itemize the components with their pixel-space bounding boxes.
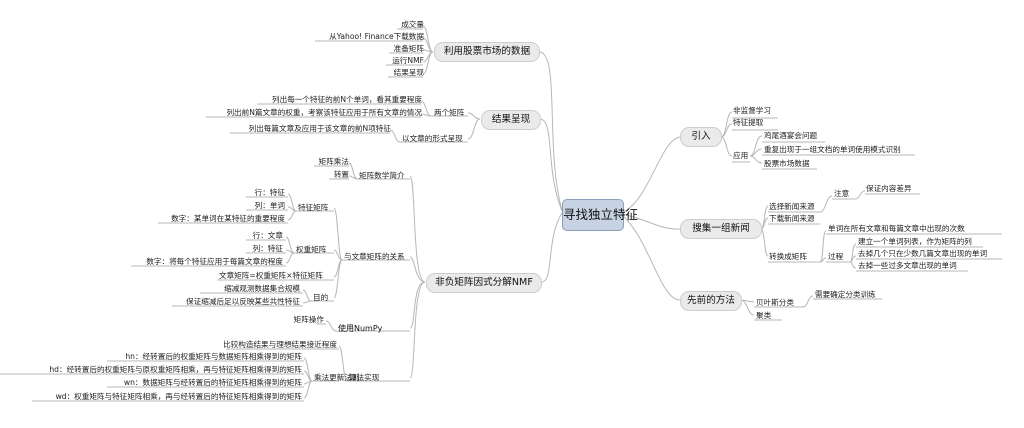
note-item[interactable]: 保证内容差异 [866, 184, 912, 193]
news-note[interactable]: 注意 [834, 189, 850, 198]
algo-rule[interactable]: 乘法更新法则 [314, 373, 360, 382]
stock-item[interactable]: 准备矩阵 [393, 44, 424, 53]
convert-process[interactable]: 过程 [828, 252, 844, 261]
branch-prev[interactable]: 先前的方法 [680, 291, 742, 311]
intro-app[interactable]: 应用 [733, 151, 749, 160]
weight-matrix[interactable]: 权重矩阵 [296, 245, 327, 254]
stock-item[interactable]: 成交量 [401, 20, 424, 29]
weight-item[interactable]: 行：文章 [252, 231, 283, 240]
app-item[interactable]: 股票市场数据 [764, 159, 810, 168]
intro-math-item[interactable]: 转置 [333, 170, 349, 179]
branch-nmf[interactable]: 非负矩阵因式分解NMF [426, 273, 542, 293]
rule-item[interactable]: hd：经转置后的权重矩阵与原权重矩阵相乘，再与特征矩阵相乘得到的矩阵 [49, 365, 302, 374]
branch-results[interactable]: 结果呈现 [481, 110, 541, 130]
purpose-item[interactable]: 缩减观测数据集合规模 [224, 284, 300, 293]
intro-item[interactable]: 非监督学习 [733, 106, 771, 115]
weight-item[interactable]: 数字：将每个特征应用于每篇文章的程度 [146, 257, 283, 266]
weight-item[interactable]: 列：特征 [252, 244, 283, 253]
feature-matrix[interactable]: 特征矩阵 [298, 203, 329, 212]
news-item[interactable]: 下载新闻来源 [769, 214, 815, 223]
intro-math-item[interactable]: 矩阵乘法 [318, 157, 349, 166]
numpy-item[interactable]: 矩阵操作 [293, 315, 324, 324]
nmf-intro[interactable]: 矩阵数学简介 [359, 171, 405, 180]
purpose-item[interactable]: 保证缩减后足以反映某些共性特征 [186, 297, 300, 306]
intro-item[interactable]: 特征提取 [733, 118, 764, 127]
rule-item[interactable]: wn：数据矩阵与经转置后的特征矩阵相乘得到的矩阵 [123, 378, 302, 387]
form-item[interactable]: 列出每篇文章及应用于该文章的前N项特征 [248, 124, 391, 133]
stock-item[interactable]: 从Yahoo! Finance下载数据 [329, 32, 424, 41]
news-item[interactable]: 选择新闻来源 [769, 202, 815, 211]
branch-intro[interactable]: 引入 [680, 127, 722, 147]
nmf-algo[interactable]: 算法实现 [349, 373, 380, 382]
results-two[interactable]: 两个矩阵 [434, 108, 465, 117]
two-item[interactable]: 列出前N篇文章的权重，考察该特征应用于所有文章的情况 [226, 108, 422, 117]
stock-item[interactable]: 运行NMF [392, 56, 424, 65]
relation-purpose[interactable]: 目的 [313, 293, 329, 302]
branch-stock[interactable]: 利用股票市场的数据 [434, 42, 540, 62]
convert-count[interactable]: 单词在所有文章和每篇文章中出现的次数 [828, 224, 965, 233]
news-convert[interactable]: 转换成矩阵 [769, 252, 807, 261]
prev-cluster[interactable]: 聚类 [756, 311, 772, 320]
two-item[interactable]: 列出每一个特征的前N个单词，看其重要程度 [272, 95, 422, 104]
process-item[interactable]: 去掉一些过多文章出现的单词 [858, 261, 957, 270]
feature-item[interactable]: 列：单词 [254, 201, 285, 210]
rule-item[interactable]: hn：经转置后的权重矩阵与数据矩阵相乘得到的矩阵 [125, 352, 302, 361]
bayes-note[interactable]: 需要确定分类训练 [815, 290, 876, 299]
algo-compare[interactable]: 比较构造结果与理想结果接近程度 [223, 340, 337, 349]
results-form[interactable]: 以文章的形式呈现 [402, 134, 463, 143]
branch-news[interactable]: 搜集一组新闻 [680, 219, 762, 239]
app-item[interactable]: 鸡尾酒宴会问题 [764, 131, 818, 140]
process-item[interactable]: 建立一个单词列表，作为矩阵的列 [858, 237, 972, 246]
nmf-relation[interactable]: 与文章矩阵的关系 [344, 252, 405, 261]
nmf-numpy[interactable]: 使用NumPy [338, 324, 383, 333]
feature-item[interactable]: 行：特征 [254, 188, 285, 197]
root-topic[interactable]: 寻找独立特征 [562, 199, 638, 231]
prev-bayes[interactable]: 贝叶斯分类 [756, 298, 794, 307]
rule-item[interactable]: wd：权重矩阵与特征矩阵相乘，再与经转置后的特征矩阵相乘得到的矩阵 [55, 392, 302, 401]
feature-item[interactable]: 数字：某单词在某特征的重要程度 [171, 214, 285, 223]
stock-item[interactable]: 结果呈现 [393, 68, 424, 77]
process-item[interactable]: 去掉几个只在少数几篇文章出现的单词 [858, 249, 988, 258]
matrix-formula[interactable]: 文章矩阵=权重矩阵×特征矩阵 [219, 271, 323, 280]
app-item[interactable]: 重复出现于一组文档的单词使用模式识别 [764, 145, 901, 154]
